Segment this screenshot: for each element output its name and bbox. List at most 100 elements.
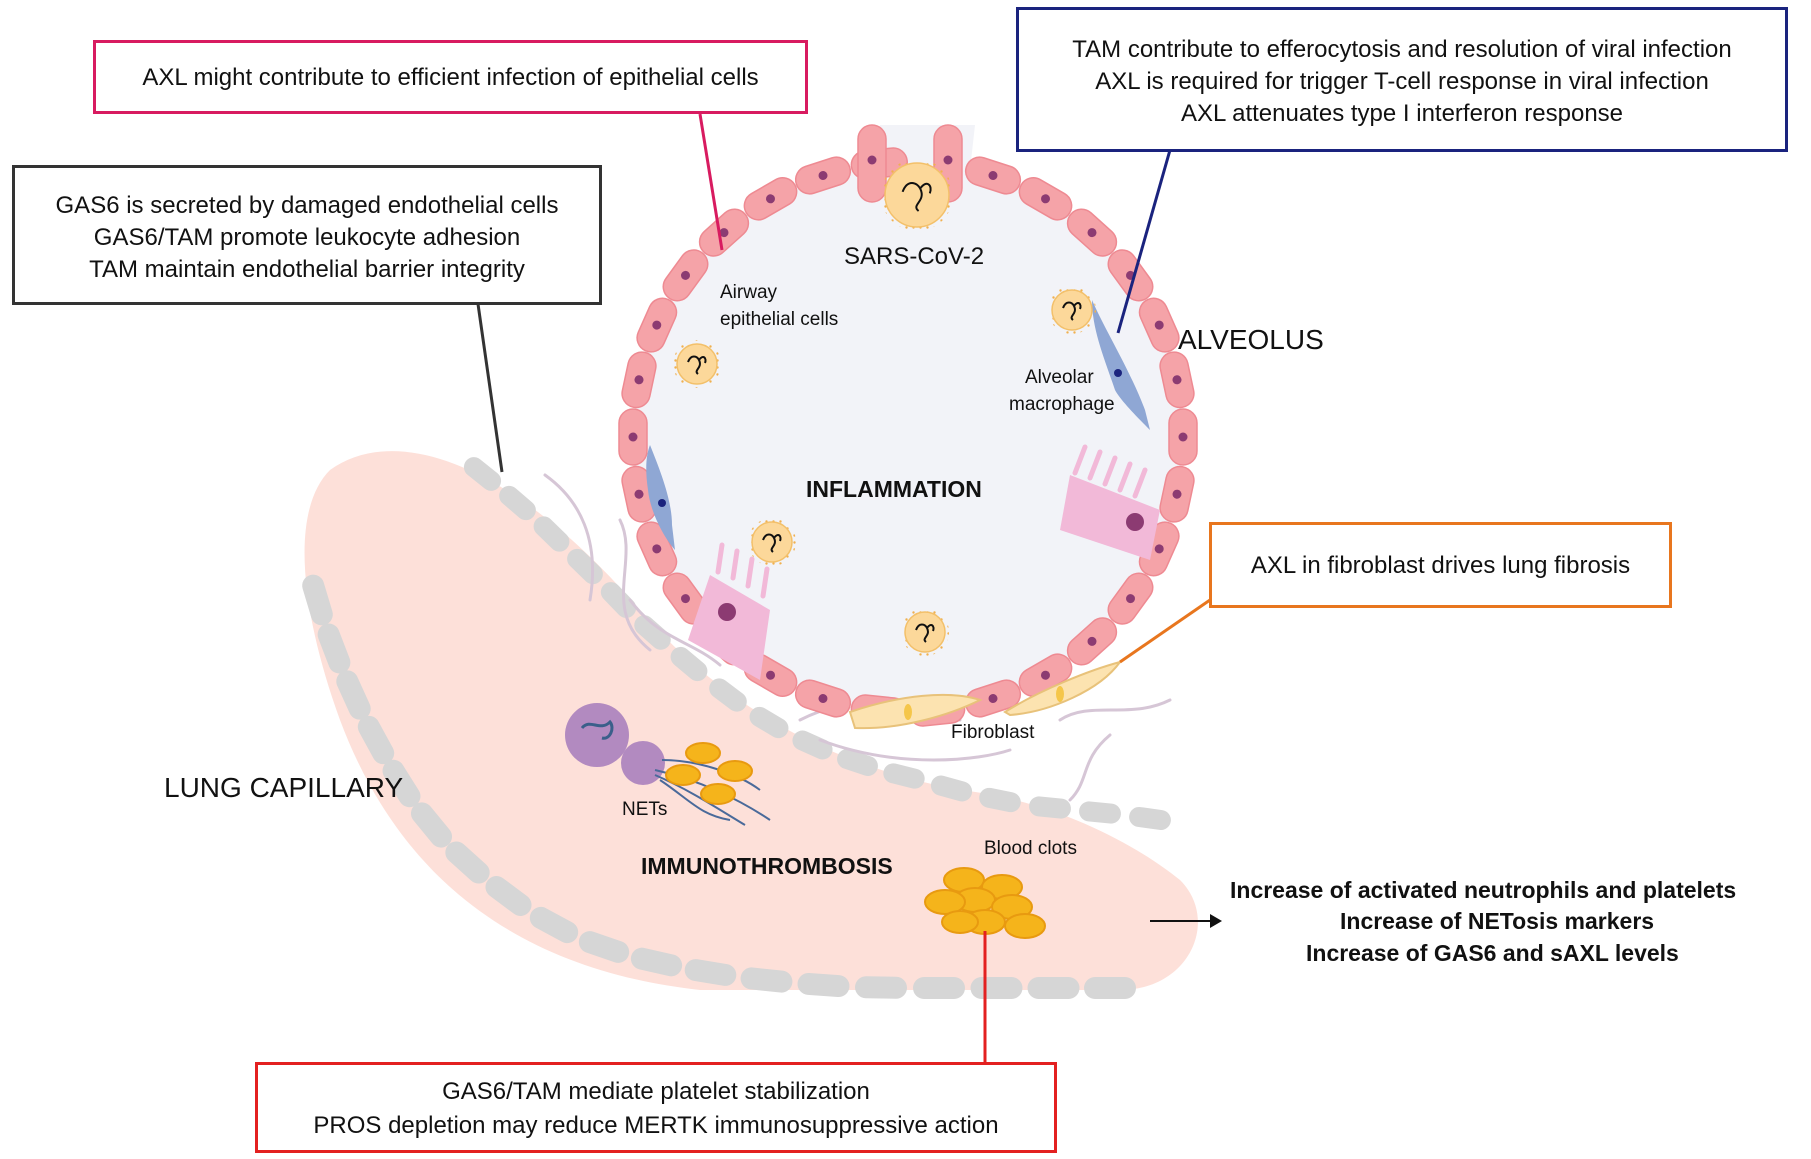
- endothelial-cell: [670, 646, 708, 682]
- label-fibroblast: Fibroblast: [951, 722, 1035, 743]
- endothelial-cell: [979, 787, 1021, 813]
- epithelial-cell: [1018, 177, 1073, 221]
- callout-line: AXL attenuates type I interferon respons…: [1180, 100, 1624, 127]
- endothelial-cell: [709, 678, 747, 712]
- endothelial-cell: [1027, 977, 1080, 999]
- endothelial-cell: [634, 615, 671, 650]
- epithelial-cell: [794, 679, 852, 718]
- epithelial-cell: [1107, 249, 1154, 302]
- endothelial-cell: [792, 730, 833, 760]
- endothelial-cell: [445, 841, 490, 884]
- callout-line: AXL might contribute to efficient infect…: [142, 64, 759, 91]
- endothelial-cell: [855, 976, 907, 999]
- endothelial-cell: [410, 802, 453, 848]
- airway-wall-cell: [857, 124, 887, 203]
- neutrophil-nets: [565, 703, 771, 826]
- endothelial-cell: [970, 977, 1023, 999]
- label-blood-clots: Blood clots: [984, 838, 1077, 859]
- label-alveolus: ALVEOLUS: [1178, 324, 1324, 355]
- endothelial-cell: [630, 947, 683, 977]
- callout-axl-infection: AXL might contribute to efficient infect…: [93, 40, 808, 114]
- virus-particle: [673, 340, 721, 388]
- endothelial-cell: [600, 582, 637, 618]
- alveolar-macrophage: [1092, 300, 1150, 430]
- endothelial-cell: [533, 516, 570, 552]
- label-epithelial-cells: epithelial cells: [720, 309, 839, 330]
- virus-particle: [901, 608, 949, 656]
- endothelial-cell: [1084, 977, 1136, 999]
- alveolus-lumen: [633, 162, 1183, 712]
- epithelial-cell: [662, 249, 709, 302]
- callout-line: PROS depletion may reduce MERTK immunosu…: [313, 1112, 999, 1139]
- label-immunothrombosis: IMMUNOTHROMBOSIS: [641, 853, 893, 879]
- epithelial-cell: [1159, 351, 1195, 409]
- virus-particle: [881, 159, 953, 231]
- label-inflammation: INFLAMMATION: [806, 476, 982, 502]
- callout-line: GAS6/TAM promote leukocyte adhesion: [93, 224, 521, 251]
- arrow-head: [1210, 914, 1222, 928]
- epithelial-cell: [621, 351, 657, 409]
- endothelial-cell: [837, 749, 878, 776]
- endothelial-cell: [578, 931, 630, 963]
- epithelial-cell: [743, 177, 798, 221]
- endothelial-cell: [740, 967, 793, 993]
- label-nets: NETs: [622, 799, 668, 820]
- callout-line: TAM contribute to efferocytosis and reso…: [1072, 36, 1732, 63]
- endothelial-cell: [499, 485, 536, 521]
- collagen-fibers: [543, 473, 1172, 802]
- outcome-netosis-markers: Increase of NETosis markers: [1340, 908, 1655, 934]
- label-macrophage: macrophage: [1009, 394, 1115, 415]
- endothelial-cell: [529, 906, 579, 944]
- type-ii-cell-right: [1060, 444, 1160, 560]
- epithelial-cell: [1066, 208, 1118, 257]
- macrophage-left: [646, 445, 675, 550]
- virus-particle: [1048, 286, 1096, 334]
- virus-particle: [748, 518, 796, 566]
- epithelial-cell: [698, 208, 750, 257]
- endothelial-cell: [1129, 806, 1171, 831]
- epithelial-cell: [1107, 572, 1154, 625]
- endothelial-cell: [336, 670, 371, 720]
- callout-axl-fibroblast: AXL in fibroblast drives lung fibrosis: [1209, 522, 1672, 608]
- endothelial-cell: [302, 574, 333, 626]
- endothelial-cell: [883, 763, 925, 789]
- callout-gas6-endothelial: GAS6 is secreted by damaged endothelial …: [12, 165, 602, 305]
- label-sars-cov-2: SARS-CoV-2: [844, 243, 985, 270]
- callout-line: AXL is required for trigger T-cell respo…: [1095, 68, 1709, 95]
- epithelial-cell: [636, 521, 678, 577]
- epithelial-cell: [1138, 297, 1180, 353]
- outcome-neutrophils-platelets: Increase of activated neutrophils and pl…: [1230, 877, 1737, 903]
- blood-clot-platelets: [924, 867, 1046, 939]
- endothelial-cell: [749, 706, 789, 739]
- epithelial-cell: [618, 408, 648, 466]
- epithelial-cell: [1168, 408, 1198, 466]
- label-alveolar: Alveolar: [1025, 367, 1094, 388]
- label-airway: Airway: [720, 282, 778, 303]
- epithelial-cell: [794, 156, 852, 195]
- epithelial-cell: [1159, 465, 1195, 523]
- label-lung-capillary: LUNG CAPILLARY: [164, 772, 404, 803]
- endothelial-cell: [317, 623, 351, 674]
- virus-particles: [673, 159, 1096, 656]
- callout-connectors: [476, 113, 1212, 1063]
- type-ii-cell-left: [688, 542, 770, 680]
- endothelial-cell: [797, 972, 850, 998]
- endothelial-cell: [463, 457, 502, 491]
- endothelial-cell: [930, 775, 973, 802]
- endothelial-cell: [357, 715, 395, 765]
- epithelial-cell: [1066, 617, 1118, 666]
- endothelial-cell: [382, 759, 421, 808]
- endothelial-cell: [913, 977, 965, 999]
- callout-line: GAS6/TAM mediate platelet stabilization: [442, 1078, 870, 1105]
- callout-line: TAM maintain endothelial barrier integri…: [89, 256, 525, 283]
- callout-line: AXL in fibroblast drives lung fibrosis: [1250, 552, 1631, 579]
- callout-line: GAS6 is secreted by damaged endothelial …: [55, 192, 559, 219]
- endothelial-cell: [1029, 796, 1071, 819]
- endothelial-cell: [1079, 801, 1121, 824]
- callout-tam-efferocytosis: TAM contribute to efferocytosis and reso…: [1016, 7, 1788, 152]
- outcome-gas6-saxl: Increase of GAS6 and sAXL levels: [1306, 940, 1679, 966]
- endothelial-cell: [684, 959, 737, 986]
- callout-platelet-stabilization: GAS6/TAM mediate platelet stabilization …: [255, 1062, 1057, 1153]
